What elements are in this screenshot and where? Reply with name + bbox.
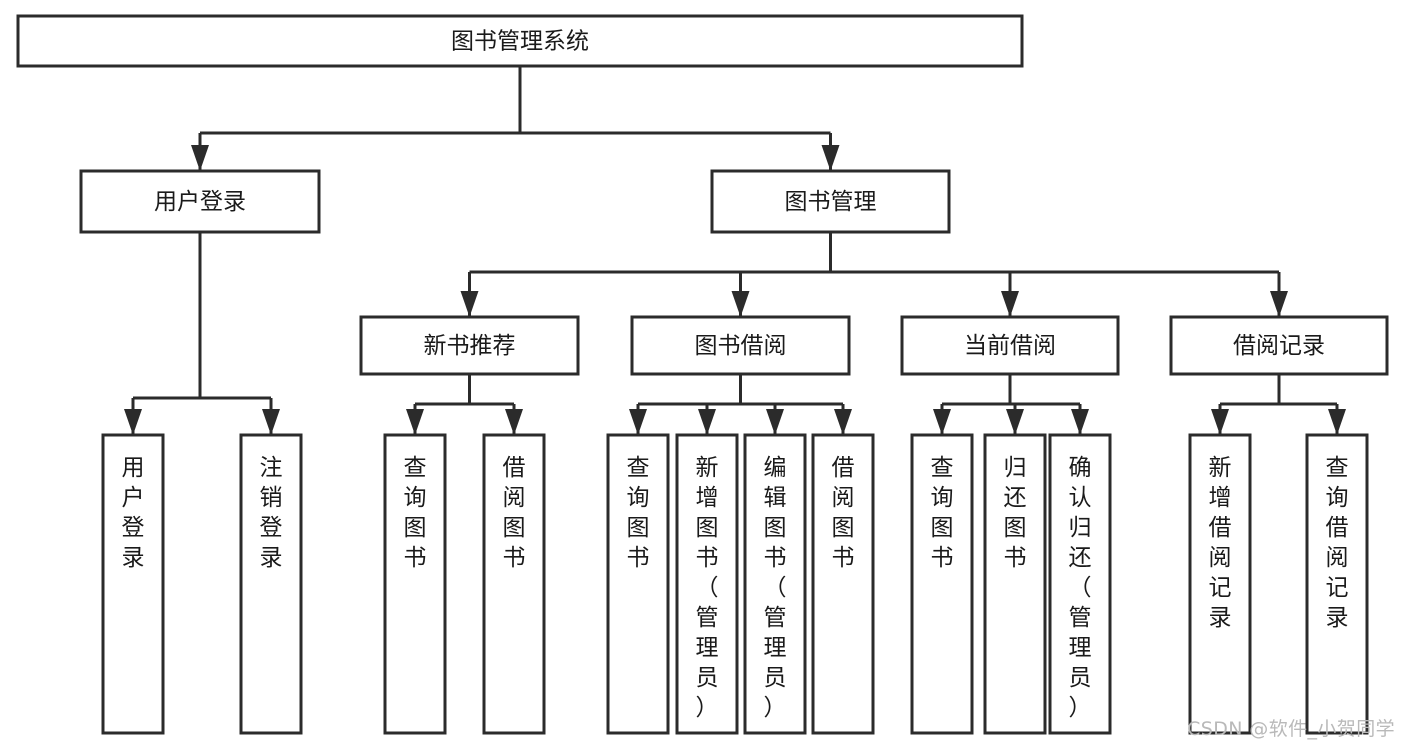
node-leaf-query-book-current[interactable]: 查询图书 [910,433,974,735]
node-box-book-manage[interactable] [710,169,951,234]
node-leaf-return-book[interactable]: 归还图书 [983,433,1047,735]
node-leaf-query-record[interactable]: 查询借阅记录 [1305,433,1369,735]
node-box-leaf-edit-book[interactable] [743,433,807,735]
node-label-leaf-return-book: 归还图书 [1004,455,1027,571]
arrow-head-icon [766,409,784,435]
node-leaf-logout[interactable]: 注销登录 [239,433,303,735]
node-label-leaf-add-record: 新增借阅记录 [1209,455,1232,631]
node-label-user-login: 用户登录 [154,189,246,215]
node-box-leaf-query-record[interactable] [1305,433,1369,735]
node-leaf-add-book[interactable]: 新增图书（管理员） [675,433,739,735]
arrow-head-icon [1071,409,1089,435]
node-box-borrow-record[interactable] [1169,315,1389,376]
node-label-borrow-record: 借阅记录 [1233,333,1325,359]
node-root[interactable]: 图书管理系统 [16,14,1024,68]
node-label-leaf-edit-book: 编辑图书（管理员） [764,455,787,721]
node-box-leaf-logout[interactable] [239,433,303,735]
arrow-head-icon [1211,409,1229,435]
node-label-book-manage: 图书管理 [785,189,877,215]
node-leaf-add-record[interactable]: 新增借阅记录 [1188,433,1252,735]
node-box-leaf-borrow-book[interactable] [811,433,875,735]
node-label-leaf-borrow-book-rec: 借阅图书 [503,455,526,571]
arrow-head-icon [834,409,852,435]
arrow-head-icon [1270,291,1288,317]
node-label-leaf-query-book-borrow: 查询图书 [627,455,650,571]
node-label-leaf-confirm-return: 确认归还（管理员） [1069,455,1092,721]
arrow-head-icon [629,409,647,435]
arrow-head-icon [505,409,523,435]
node-box-leaf-borrow-book-rec[interactable] [482,433,546,735]
node-boxes-layer: 图书管理系统用户登录图书管理新书推荐图书借阅当前借阅借阅记录用户登录注销登录查询… [16,14,1389,735]
node-current-borrow[interactable]: 当前借阅 [900,315,1120,376]
node-leaf-borrow-book[interactable]: 借阅图书 [811,433,875,735]
arrow-head-icon [262,409,280,435]
node-box-leaf-confirm-return[interactable] [1048,433,1112,735]
node-user-login[interactable]: 用户登录 [79,169,321,234]
node-label-new-book-rec: 新书推荐 [424,333,516,359]
node-box-leaf-query-book-borrow[interactable] [606,433,670,735]
node-label-leaf-add-book: 新增图书（管理员） [696,455,719,721]
node-box-leaf-query-book-current[interactable] [910,433,974,735]
arrow-head-icon [1001,291,1019,317]
node-box-current-borrow[interactable] [900,315,1120,376]
node-book-borrow[interactable]: 图书借阅 [630,315,851,376]
node-leaf-edit-book[interactable]: 编辑图书（管理员） [743,433,807,735]
arrow-head-icon [1006,409,1024,435]
node-label-book-borrow: 图书借阅 [695,333,787,359]
node-leaf-query-book-rec[interactable]: 查询图书 [383,433,447,735]
node-box-user-login[interactable] [79,169,321,234]
arrow-head-icon [406,409,424,435]
node-label-leaf-query-book-rec: 查询图书 [404,455,427,571]
node-box-leaf-user-login[interactable] [101,433,165,735]
node-box-root[interactable] [16,14,1024,68]
node-label-leaf-query-record: 查询借阅记录 [1326,455,1349,631]
node-label-root: 图书管理系统 [451,29,589,55]
node-label-leaf-borrow-book: 借阅图书 [832,455,855,571]
arrow-head-icon [1328,409,1346,435]
node-label-leaf-query-book-current: 查询图书 [931,455,954,571]
arrow-head-icon [821,145,840,171]
node-box-leaf-add-record[interactable] [1188,433,1252,735]
node-box-leaf-query-book-rec[interactable] [383,433,447,735]
node-book-manage[interactable]: 图书管理 [710,169,951,234]
arrow-head-icon [731,291,750,317]
node-box-book-borrow[interactable] [630,315,851,376]
node-new-book-rec[interactable]: 新书推荐 [359,315,580,376]
node-label-current-borrow: 当前借阅 [964,333,1056,359]
arrow-head-icon [191,145,209,171]
node-leaf-user-login[interactable]: 用户登录 [101,433,165,735]
connector-edges-layer [124,66,1346,435]
node-box-leaf-add-book[interactable] [675,433,739,735]
node-label-leaf-user-login: 用户登录 [122,455,145,571]
node-leaf-query-book-borrow[interactable]: 查询图书 [606,433,670,735]
arrow-head-icon [460,291,479,317]
node-borrow-record[interactable]: 借阅记录 [1169,315,1389,376]
arrow-head-icon [933,409,951,435]
node-leaf-borrow-book-rec[interactable]: 借阅图书 [482,433,546,735]
arrow-head-icon [698,409,716,435]
node-leaf-confirm-return[interactable]: 确认归还（管理员） [1048,433,1112,735]
node-label-leaf-logout: 注销登录 [260,455,283,571]
arrow-head-icon [124,409,142,435]
node-box-leaf-return-book[interactable] [983,433,1047,735]
node-box-new-book-rec[interactable] [359,315,580,376]
